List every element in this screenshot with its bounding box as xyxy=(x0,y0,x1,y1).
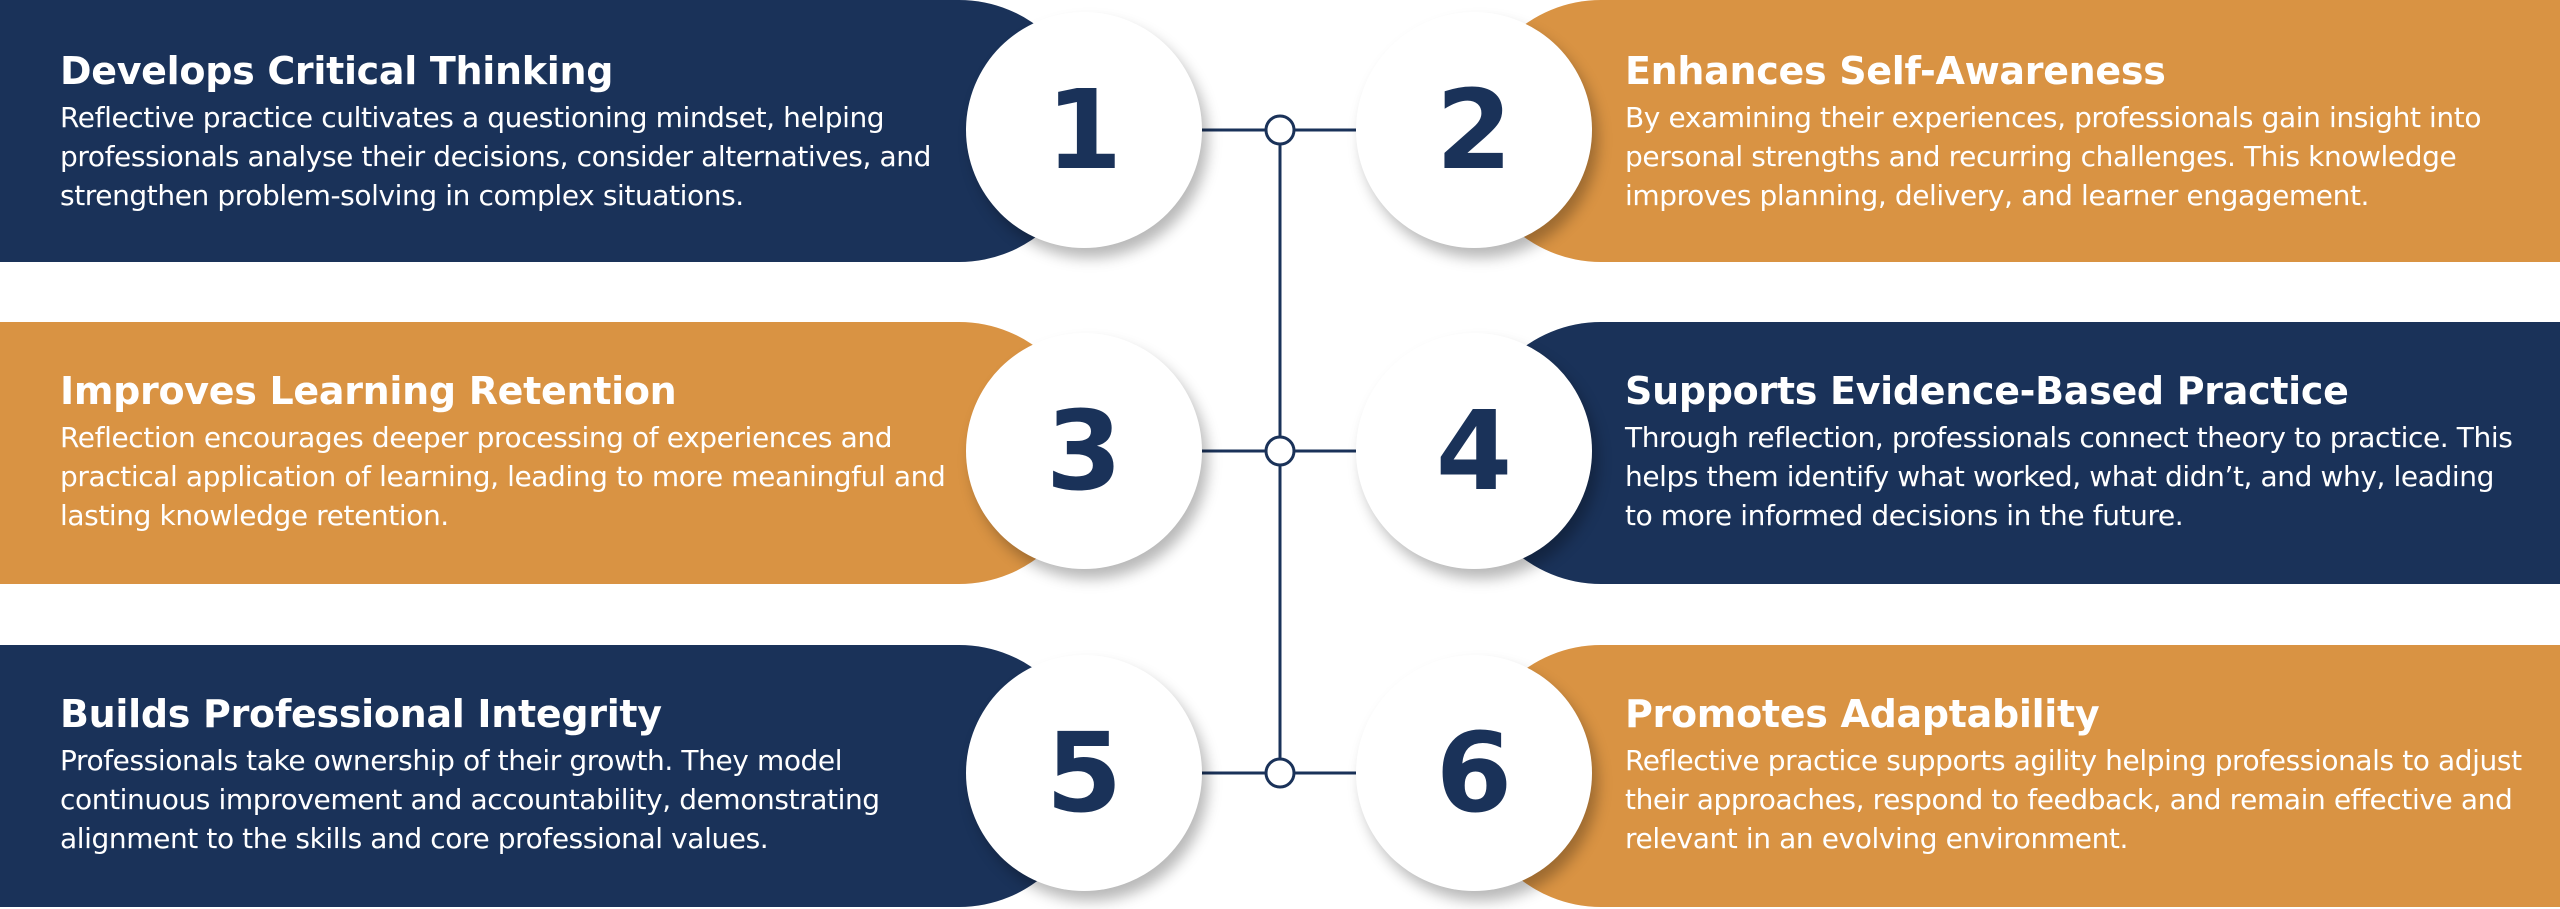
item-2-text: Enhances Self-Awareness By examining the… xyxy=(1625,48,2525,215)
item-5-text: Builds Professional Integrity Profession… xyxy=(60,691,960,858)
item-3-band xyxy=(0,322,1090,584)
item-6-number: 6 xyxy=(1435,709,1513,837)
item-3-text: Improves Learning Retention Reflection e… xyxy=(60,368,960,535)
item-3-title: Improves Learning Retention xyxy=(60,369,677,413)
item-1-description: Reflective practice cultivates a questio… xyxy=(60,101,931,212)
item-6-description: Reflective practice supports agility hel… xyxy=(1625,744,2522,855)
item-1-text: Develops Critical Thinking Reflective pr… xyxy=(60,48,960,215)
item-4-number: 4 xyxy=(1435,387,1513,515)
item-6-text: Promotes Adaptability Reflective practic… xyxy=(1625,691,2525,858)
item-2-description: By examining their experiences, professi… xyxy=(1625,101,2482,212)
item-1-title: Develops Critical Thinking xyxy=(60,49,614,93)
item-6-band xyxy=(1470,645,2560,907)
item-4-band xyxy=(1470,322,2560,584)
item-5-band xyxy=(0,645,1090,907)
item-4-title: Supports Evidence-Based Practice xyxy=(1625,369,2349,413)
number-circle-1: 1 xyxy=(966,12,1202,248)
item-1-band xyxy=(0,0,1090,262)
connector-node-1 xyxy=(1264,114,1296,146)
item-1-number: 1 xyxy=(1045,66,1123,194)
item-4-text: Supports Evidence-Based Practice Through… xyxy=(1625,368,2525,535)
number-circle-3: 3 xyxy=(966,333,1202,569)
number-circle-4: 4 xyxy=(1356,333,1592,569)
number-circle-2: 2 xyxy=(1356,12,1592,248)
item-6-title: Promotes Adaptability xyxy=(1625,692,2100,736)
item-3-description: Reflection encourages deeper processing … xyxy=(60,421,946,532)
item-5-number: 5 xyxy=(1045,709,1123,837)
number-circle-6: 6 xyxy=(1356,655,1592,891)
item-4-description: Through reflection, professionals connec… xyxy=(1625,421,2513,532)
item-5-title: Builds Professional Integrity xyxy=(60,692,662,736)
item-3-number: 3 xyxy=(1045,387,1123,515)
item-2-title: Enhances Self-Awareness xyxy=(1625,49,2166,93)
connector-node-3 xyxy=(1264,757,1296,789)
item-2-band xyxy=(1470,0,2560,262)
item-2-number: 2 xyxy=(1435,66,1513,194)
number-circle-5: 5 xyxy=(966,655,1202,891)
item-5-description: Professionals take ownership of their gr… xyxy=(60,744,880,855)
connector-node-2 xyxy=(1264,435,1296,467)
